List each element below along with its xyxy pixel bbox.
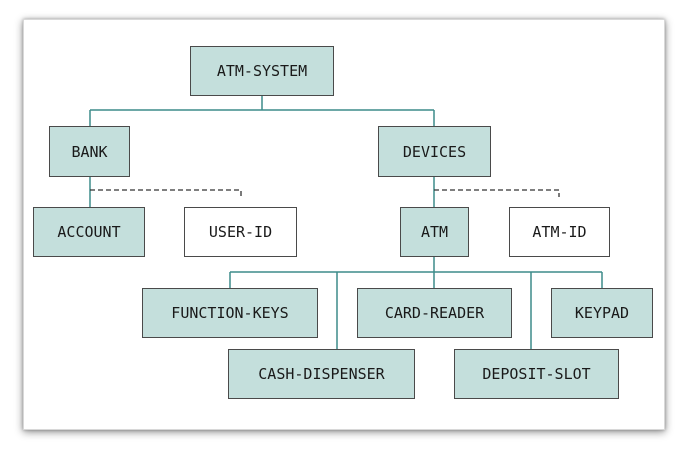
node-atm: ATM	[400, 207, 469, 257]
node-account: ACCOUNT	[33, 207, 145, 257]
node-cash-dispenser: CASH-DISPENSER	[228, 349, 415, 399]
node-atm-id: ATM-ID	[509, 207, 610, 257]
node-bank: BANK	[49, 126, 130, 177]
node-keypad: KEYPAD	[551, 288, 653, 338]
edge-bank-user-id-dashed	[90, 189, 242, 197]
edge-atm-components	[229, 257, 603, 349]
node-function-keys: FUNCTION-KEYS	[142, 288, 318, 338]
edge-atm-system-children	[89, 95, 435, 126]
node-devices: DEVICES	[378, 126, 491, 177]
node-atm-system: ATM-SYSTEM	[190, 46, 334, 96]
node-card-reader: CARD-READER	[357, 288, 512, 338]
edge-devices-atm-id-dashed	[434, 189, 560, 197]
node-user-id: USER-ID	[184, 207, 297, 257]
node-deposit-slot: DEPOSIT-SLOT	[454, 349, 619, 399]
